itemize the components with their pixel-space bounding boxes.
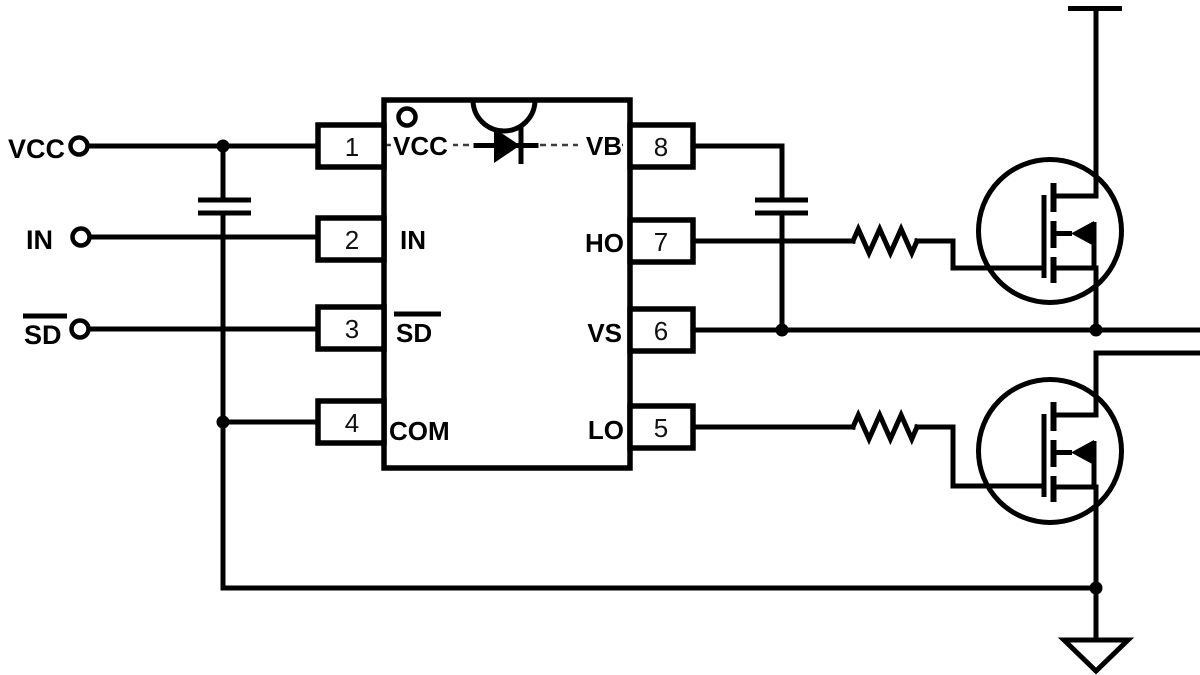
ic-pin-label-in: IN xyxy=(400,225,426,255)
decoupling-capacitor-icon xyxy=(198,197,251,216)
junction-dot xyxy=(1089,323,1103,337)
ground-icon xyxy=(1057,637,1135,675)
pin-number-7: 7 xyxy=(654,227,668,257)
ic-left-pin-boxes: 1 2 3 4 xyxy=(315,122,387,446)
junction-dot xyxy=(1089,581,1103,595)
gate-driver-ic: VCC IN SD COM VB HO VS LO 1 2 3 4 8 7 6 xyxy=(315,97,696,471)
body-diode-arrow-icon xyxy=(1071,440,1094,465)
bootstrap-capacitor-icon xyxy=(755,197,808,216)
n-mosfet-icon-high-side xyxy=(976,157,1124,337)
ic-pin-label-vs: VS xyxy=(587,318,622,348)
lo-gate-wire xyxy=(914,424,1044,489)
n-mosfet-icon-low-side xyxy=(976,350,1200,643)
notch-icon xyxy=(470,99,538,134)
body-diode-arrow-icon xyxy=(1071,221,1094,246)
ic-pin-label-vcc: VCC xyxy=(393,131,448,161)
terminal-label-vcc: VCC xyxy=(8,134,65,164)
ic-pin-label-com: COM xyxy=(389,416,450,446)
ic-pin-label-vb: VB xyxy=(586,131,622,161)
input-wiring: VCC IN SD xyxy=(8,134,1099,591)
ic-pin-label-lo: LO xyxy=(588,415,624,445)
in-terminal-icon xyxy=(70,226,92,248)
pin-number-5: 5 xyxy=(654,413,668,443)
label-mask xyxy=(578,130,622,160)
label-mask xyxy=(391,130,453,160)
pin-box-4 xyxy=(315,398,387,446)
pin-box-1 xyxy=(315,122,387,170)
ic-pin-label-ho: HO xyxy=(585,228,624,258)
ic-pin-label-sd: SD xyxy=(396,318,432,348)
resistor-icon-high-side xyxy=(849,222,921,260)
pin-number-2: 2 xyxy=(345,225,359,255)
pin-number-1: 1 xyxy=(345,132,359,162)
mosfet-envelope xyxy=(976,377,1124,525)
pin-number-6: 6 xyxy=(654,316,668,346)
pin-box-2 xyxy=(315,215,387,263)
ho-gate-wire xyxy=(914,238,1044,271)
diode-icon xyxy=(473,127,539,164)
terminal-label-in: IN xyxy=(26,225,53,255)
pin-number-3: 3 xyxy=(345,314,359,344)
bootstrap-diode-net xyxy=(386,127,628,164)
pin-number-8: 8 xyxy=(654,132,668,162)
ic-body xyxy=(381,97,633,471)
bootstrap-network xyxy=(690,143,808,337)
ic-right-pin-boxes: 8 7 6 5 xyxy=(627,122,696,451)
pin-number-4: 4 xyxy=(345,408,359,438)
vcc-terminal-icon xyxy=(68,135,90,157)
source-wire xyxy=(1050,265,1099,333)
power-rail-icon xyxy=(1068,6,1122,198)
junction-dot xyxy=(216,415,230,429)
sd-terminal-icon xyxy=(69,318,91,340)
resistor-icon-low-side xyxy=(849,408,921,446)
pin1-dot-icon xyxy=(396,106,418,128)
terminal-label-sd: SD xyxy=(24,320,62,350)
gate-drive-wiring xyxy=(690,222,1200,489)
junction-dot xyxy=(216,139,230,153)
mosfet-envelope xyxy=(976,157,1124,305)
drain-output-wire xyxy=(1050,350,1200,418)
pin-box-3 xyxy=(315,304,387,352)
drain-wire xyxy=(1050,187,1099,199)
